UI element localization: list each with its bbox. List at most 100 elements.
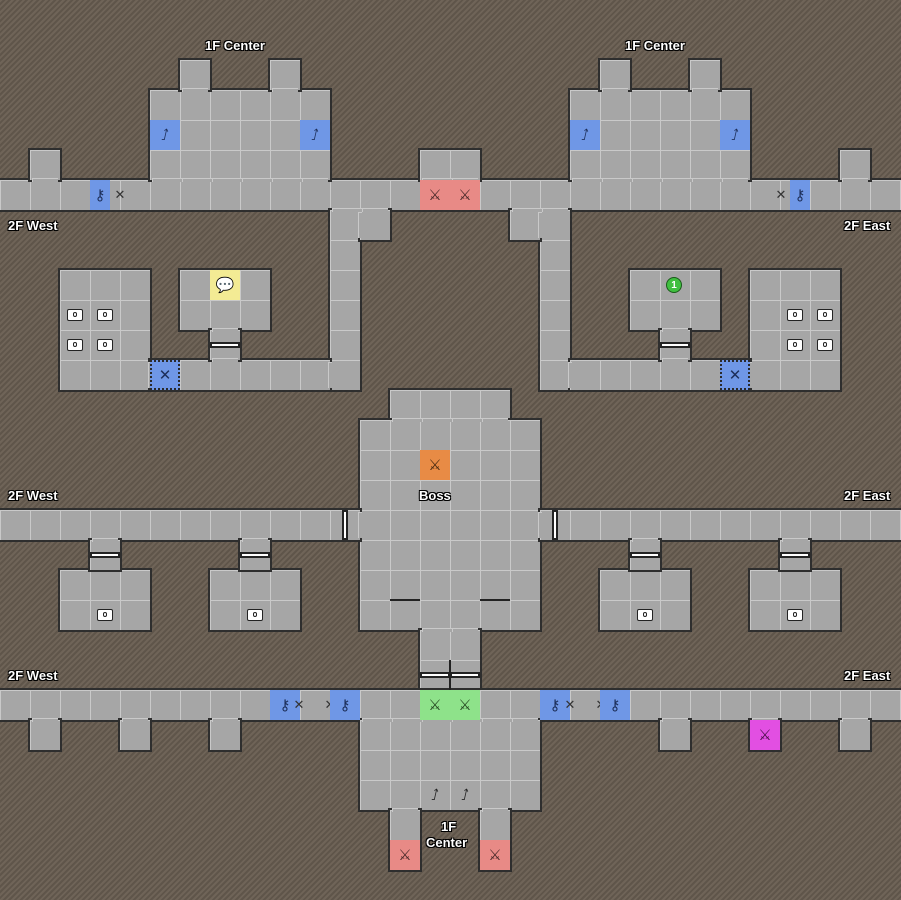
ledge xyxy=(390,599,420,601)
corridor-left-step xyxy=(360,210,390,240)
cross-icon: ✕ xyxy=(564,697,576,713)
marker-badge[interactable]: 1 xyxy=(666,277,682,293)
seam xyxy=(512,208,568,212)
seam xyxy=(782,538,808,542)
treasure-chest-icon[interactable] xyxy=(637,609,653,621)
seam xyxy=(332,208,388,212)
treasure-chest-icon[interactable] xyxy=(97,339,113,351)
key-door-icon[interactable]: ⚷ xyxy=(270,690,300,720)
area-label: 2F West xyxy=(8,488,58,503)
treasure-chest-icon[interactable] xyxy=(817,339,833,351)
alcove xyxy=(600,60,630,90)
seam xyxy=(272,88,298,92)
start-battle-swords-icon[interactable]: ⚔ xyxy=(450,690,480,720)
door[interactable] xyxy=(780,552,810,558)
battle-swords-icon[interactable]: ⚔ xyxy=(420,180,450,210)
seam xyxy=(842,178,868,182)
treasure-chest-icon[interactable] xyxy=(817,309,833,321)
battle-swords-icon[interactable]: ⚔ xyxy=(480,840,510,870)
seam xyxy=(182,88,208,92)
seam xyxy=(212,358,238,362)
seam xyxy=(538,212,542,238)
corridor-right-step xyxy=(510,210,540,240)
seam xyxy=(242,538,268,542)
boss-hall xyxy=(360,420,540,630)
door[interactable] xyxy=(630,552,660,558)
center-notch xyxy=(420,150,480,180)
seam xyxy=(662,718,688,722)
treasure-chest-icon[interactable] xyxy=(97,609,113,621)
area-label: 2F East xyxy=(844,488,891,503)
treasure-chest-icon[interactable] xyxy=(247,609,263,621)
warp-cross-icon[interactable]: ✕ xyxy=(720,360,750,390)
door[interactable] xyxy=(342,510,348,540)
alcove xyxy=(840,150,870,180)
alcove xyxy=(660,720,690,750)
warp-cross-icon[interactable]: ✕ xyxy=(150,360,180,390)
seam xyxy=(572,178,748,182)
room-right-badge xyxy=(630,270,720,330)
corridor-right-vertical xyxy=(540,210,570,390)
area-label: Center xyxy=(426,835,468,850)
area-label: 1F xyxy=(441,819,457,834)
seam xyxy=(362,718,538,722)
wall-segment xyxy=(449,660,451,690)
alcove xyxy=(30,150,60,180)
boss-label: Boss xyxy=(419,488,451,503)
seam xyxy=(328,362,332,388)
area-label: 2F East xyxy=(844,218,891,233)
door[interactable] xyxy=(420,672,450,678)
stairs-icon[interactable]: ⭜ xyxy=(570,120,600,150)
stairs-icon[interactable]: ⭜ xyxy=(461,785,469,804)
treasure-chest-icon[interactable] xyxy=(787,309,803,321)
boss-swords-icon[interactable]: ⚔ xyxy=(420,450,450,480)
battle-swords-icon[interactable]: ⚔ xyxy=(390,840,420,870)
door[interactable] xyxy=(660,342,690,348)
corridor-left-mid xyxy=(150,360,330,390)
start-battle-swords-icon[interactable]: ⚔ xyxy=(420,690,450,720)
seam xyxy=(632,538,658,542)
seam xyxy=(392,418,508,422)
door[interactable] xyxy=(210,342,240,348)
seam xyxy=(748,362,752,388)
door[interactable] xyxy=(240,552,270,558)
corridor-left-vertical xyxy=(330,210,360,390)
stairs-icon[interactable]: ⭜ xyxy=(720,120,750,150)
door[interactable] xyxy=(552,510,558,540)
stairs-icon[interactable]: ⭜ xyxy=(300,120,330,150)
room-lower-east-2 xyxy=(750,570,840,630)
treasure-chest-icon[interactable] xyxy=(97,309,113,321)
battle-swords-icon[interactable]: ⚔ xyxy=(450,180,480,210)
treasure-chest-icon[interactable] xyxy=(787,339,803,351)
seam xyxy=(602,88,628,92)
stairs-icon[interactable]: ⭜ xyxy=(150,120,180,150)
treasure-chest-icon[interactable] xyxy=(67,339,83,351)
room-lower-west-2 xyxy=(210,570,300,630)
key-door-icon[interactable]: ⚷ xyxy=(790,180,810,210)
speech-bubble-icon[interactable]: 💬 xyxy=(210,270,240,300)
seam xyxy=(32,178,58,182)
seam xyxy=(422,628,478,632)
seam xyxy=(358,212,362,238)
corridor-mid-west xyxy=(0,510,360,540)
area-label: 2F West xyxy=(8,668,58,683)
key-door-icon[interactable]: ⚷ xyxy=(330,690,360,720)
key-door-icon[interactable]: ⚷ xyxy=(90,180,110,210)
key-door-icon[interactable]: ⚷ xyxy=(540,690,570,720)
entrance-hall xyxy=(360,720,540,810)
stairs-icon[interactable]: ⭜ xyxy=(431,785,439,804)
treasure-chest-icon[interactable] xyxy=(67,309,83,321)
cross-icon: ✕ xyxy=(293,697,305,713)
key-door-icon[interactable]: ⚷ xyxy=(600,690,630,720)
boss-hall-top xyxy=(390,390,510,420)
seam xyxy=(662,358,688,362)
room-lower-west-1 xyxy=(60,570,150,630)
cross-icon: ✕ xyxy=(775,187,787,203)
treasure-chest-icon[interactable] xyxy=(787,609,803,621)
door[interactable] xyxy=(90,552,120,558)
seam xyxy=(692,88,718,92)
special-battle-swords-icon[interactable]: ⚔ xyxy=(750,720,780,750)
door[interactable] xyxy=(450,672,480,678)
alcove xyxy=(690,60,720,90)
